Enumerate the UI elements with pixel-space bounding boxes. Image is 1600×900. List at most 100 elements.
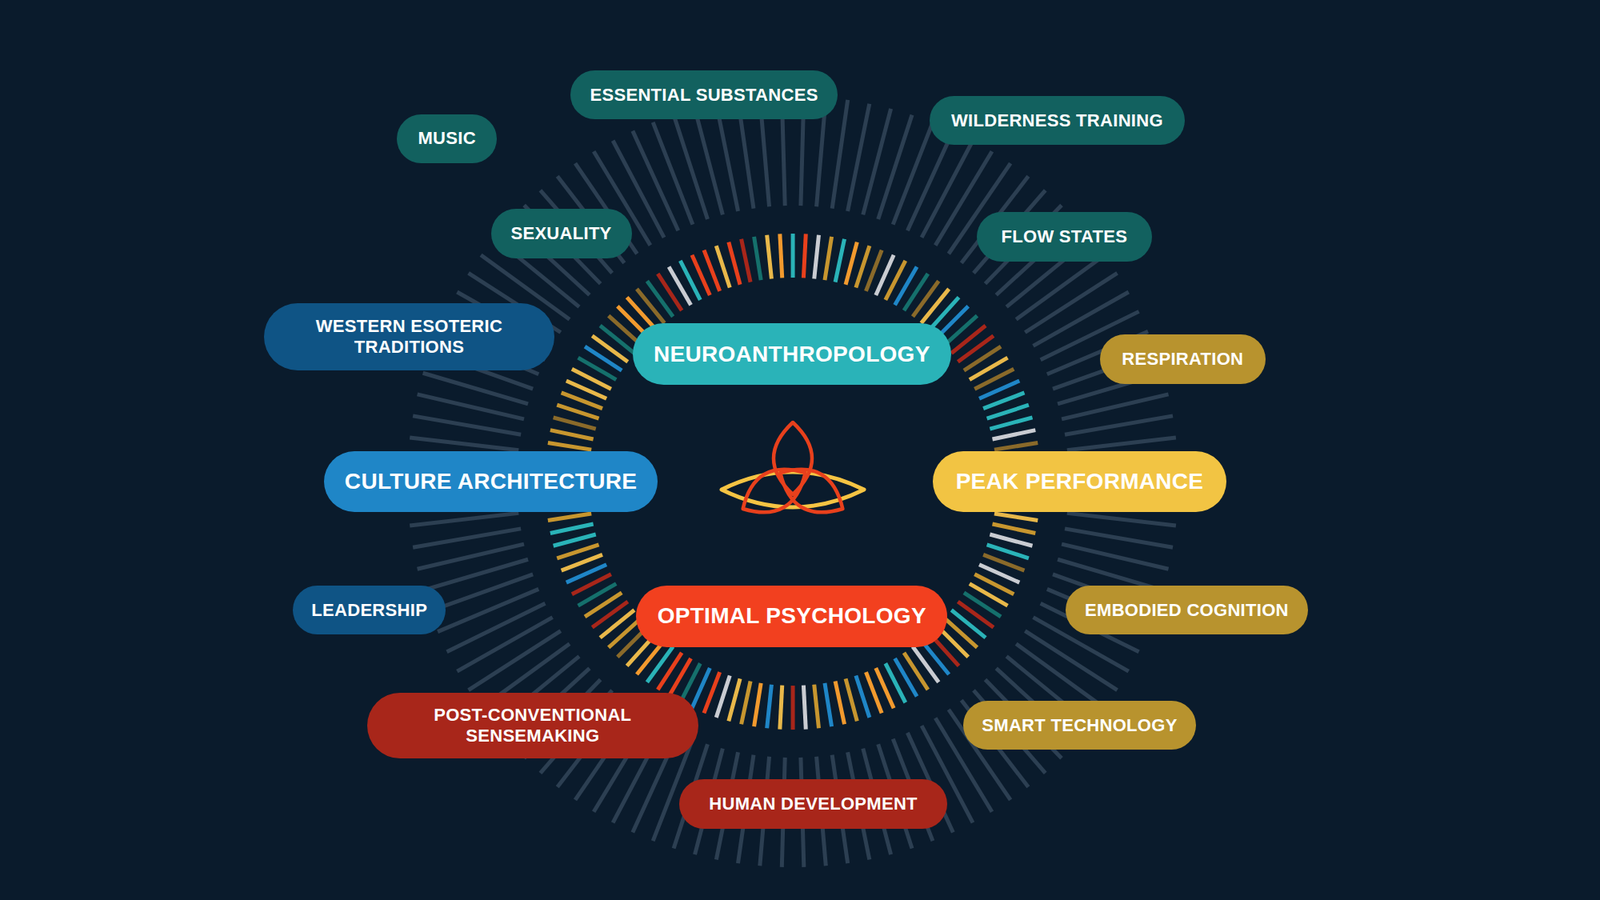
- pill-label: LEADERSHIP: [311, 600, 428, 621]
- colored-tick: [791, 685, 796, 730]
- outer-tick: [1064, 416, 1173, 435]
- colored-tick: [957, 601, 993, 628]
- colored-tick: [647, 646, 673, 682]
- topic-pill: POST-CONVENTIONAL SENSEMAKING: [367, 692, 699, 759]
- pill-label: PEAK PERFORMANCE: [956, 468, 1204, 495]
- outer-tick: [1064, 528, 1173, 548]
- colored-tick: [556, 544, 599, 559]
- colored-tick: [865, 672, 882, 713]
- outer-tick: [1067, 512, 1176, 526]
- main-discipline-pill: NEUROANTHROPOLOGY: [632, 323, 952, 385]
- colored-tick: [741, 680, 751, 724]
- colored-tick: [556, 404, 599, 419]
- colored-tick: [741, 239, 751, 283]
- colored-tick: [912, 280, 939, 316]
- colored-tick: [600, 325, 635, 354]
- topic-pill: LEADERSHIP: [292, 585, 446, 635]
- outer-tick: [409, 512, 519, 526]
- colored-tick: [780, 233, 783, 278]
- outer-tick: [412, 528, 521, 548]
- colored-tick: [994, 513, 1038, 521]
- outer-tick: [878, 115, 912, 220]
- logo-lobe: [743, 469, 806, 513]
- colored-tick: [989, 534, 1032, 546]
- main-discipline-pill: OPTIMAL PSYCHOLOGY: [636, 585, 948, 648]
- colored-tick: [904, 273, 928, 311]
- topic-pill: SMART TECHNOLOGY: [963, 700, 1196, 750]
- pill-label: SMART TECHNOLOGY: [981, 715, 1177, 736]
- topic-pill: FLOW STATES: [976, 212, 1152, 261]
- colored-tick: [824, 236, 832, 280]
- colored-tick: [716, 676, 730, 718]
- outer-tick: [423, 372, 528, 404]
- colored-tick: [814, 684, 820, 729]
- colored-tick: [754, 236, 762, 280]
- main-discipline-pill: CULTURE ARCHITECTURE: [324, 451, 658, 513]
- colored-tick: [754, 683, 762, 727]
- colored-tick: [835, 239, 844, 283]
- colored-tick: [553, 534, 596, 546]
- colored-tick: [803, 685, 806, 730]
- outer-tick: [907, 131, 953, 232]
- colored-tick: [600, 610, 635, 639]
- pill-label: WESTERN ESOTERIC TRADITIONS: [281, 316, 537, 358]
- colored-tick: [929, 297, 960, 331]
- outer-tick: [1061, 394, 1168, 420]
- colored-tick: [944, 316, 978, 346]
- colored-tick: [824, 683, 832, 727]
- logo-lobe: [780, 469, 843, 513]
- outer-tick: [716, 104, 738, 212]
- colored-tick: [657, 652, 682, 690]
- colored-tick: [592, 336, 628, 362]
- pill-label: ESSENTIAL SUBSTANCES: [590, 84, 819, 106]
- colored-tick: [957, 336, 993, 362]
- colored-tick: [994, 443, 1038, 451]
- colored-tick: [550, 524, 594, 533]
- colored-tick: [592, 601, 628, 628]
- colored-tick: [550, 430, 594, 440]
- colored-tick: [636, 288, 665, 324]
- colored-tick: [835, 680, 844, 724]
- colored-tick: [548, 513, 592, 521]
- topic-pill: ESSENTIAL SUBSTANCES: [570, 70, 838, 120]
- colored-tick: [987, 404, 1029, 419]
- colored-tick: [845, 678, 857, 721]
- colored-tick: [767, 684, 772, 729]
- colored-tick: [791, 233, 796, 278]
- logo-lobe: [773, 422, 812, 495]
- colored-tick: [951, 610, 986, 639]
- colored-tick: [728, 242, 740, 285]
- outer-tick: [652, 122, 693, 225]
- outer-tick: [892, 122, 933, 225]
- outer-tick: [1067, 437, 1176, 451]
- outer-tick: [632, 131, 679, 232]
- topic-pill: RESPIRATION: [1100, 334, 1266, 384]
- outer-tick: [417, 544, 524, 569]
- pill-label: NEUROANTHROPOLOGY: [653, 341, 931, 368]
- outer-tick: [437, 588, 539, 632]
- topic-pill: EMBODIED COGNITION: [1065, 585, 1309, 635]
- topic-pill: HUMAN DEVELOPMENT: [679, 779, 947, 828]
- colored-tick: [912, 646, 939, 682]
- colored-tick: [856, 676, 870, 718]
- colored-tick: [983, 392, 1024, 409]
- colored-tick: [992, 430, 1036, 440]
- colored-tick: [989, 417, 1032, 429]
- colored-tick: [647, 280, 673, 316]
- pill-label: EMBODIED COGNITION: [1084, 600, 1289, 621]
- pill-label: CULTURE ARCHITECTURE: [344, 468, 637, 495]
- center-logo: [721, 422, 864, 512]
- colored-tick: [944, 618, 978, 648]
- pill-label: POST-CONVENTIONAL SENSEMAKING: [384, 704, 681, 747]
- colored-tick: [780, 685, 783, 730]
- topic-pill: WESTERN ESOTERIC TRADITIONS: [264, 303, 555, 371]
- colored-tick: [814, 235, 820, 280]
- colored-tick: [767, 235, 772, 280]
- colored-tick: [845, 242, 857, 285]
- colored-tick: [987, 544, 1029, 559]
- pill-label: WILDERNESS TRAINING: [951, 110, 1164, 132]
- colored-tick: [856, 245, 870, 288]
- colored-tick: [716, 245, 730, 288]
- outer-tick: [412, 416, 521, 435]
